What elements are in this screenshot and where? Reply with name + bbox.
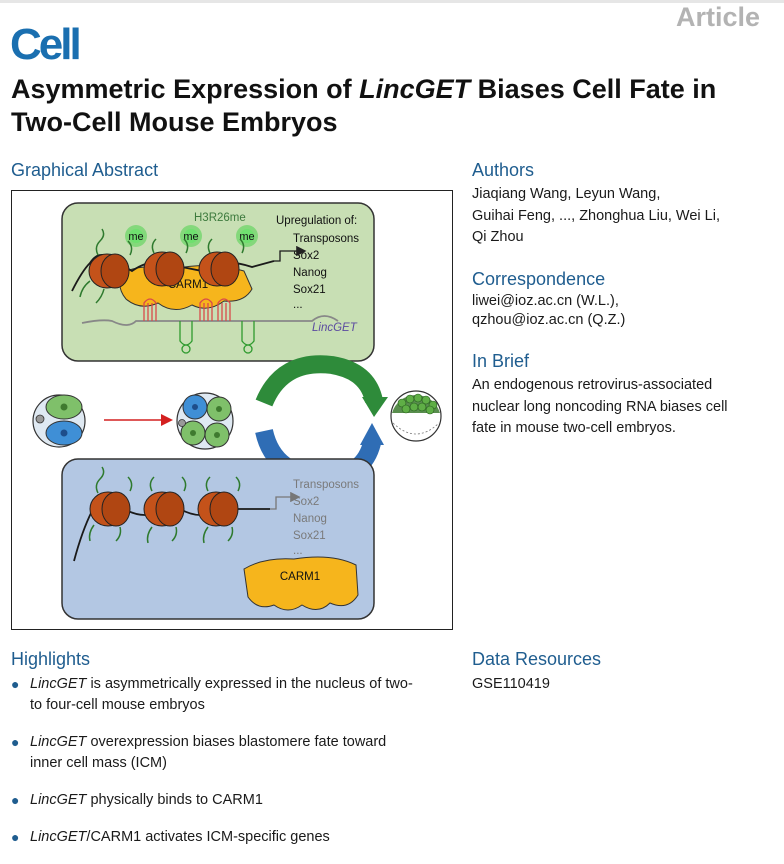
bullet-icon: ● (11, 829, 20, 845)
highlights-heading: Highlights (11, 649, 91, 669)
carm1-label: CARM1 (280, 571, 320, 583)
authors-line[interactable]: Qi Zhou (472, 229, 524, 245)
data-resources-heading: Data Resources (472, 649, 602, 669)
in-brief-line: fate in mouse two-cell embryos. (472, 420, 676, 436)
graphical-abstract-heading: Graphical Abstract (11, 160, 159, 180)
gene-label-muted: Transposons (293, 479, 359, 491)
authors-line[interactable]: Jiaqiang Wang, Leyun Wang, (472, 186, 661, 202)
green-fate-arrow (255, 355, 383, 407)
highlight-item: ● LincGET is asymmetrically expressed in… (11, 676, 413, 713)
svg-text:me: me (239, 231, 254, 243)
four-cell-embryo (176, 392, 234, 450)
email-link[interactable]: liwei@ioz.ac.cn (W.L.), (472, 293, 619, 309)
in-brief-line: An endogenous retrovirus-associated (472, 377, 713, 393)
nucleosomes-bottom (89, 491, 239, 527)
authors-line[interactable]: Guihai Feng, ..., Zhonghua Liu, Wei Li, (472, 207, 720, 224)
gene-label: Nanog (293, 267, 327, 279)
rna-hairpins-red (143, 298, 231, 321)
article-title: Asymmetric Expression of LincGET Biases … (11, 74, 717, 137)
highlight-item: ● LincGET/CARM1 activates ICM-specific g… (11, 827, 461, 848)
graphical-abstract-figure: H3R26me Upregulation of: Transposons Sox… (11, 190, 453, 630)
gene-label-muted: ... (293, 545, 303, 557)
in-brief-heading: In Brief (472, 351, 530, 371)
nucleosomes-top (88, 251, 240, 289)
graphical-abstract-svg: H3R26me Upregulation of: Transposons Sox… (32, 202, 442, 620)
gene-label-muted: Nanog (293, 513, 327, 525)
gene-label: ... (293, 299, 303, 311)
gene-label: Sox2 (293, 250, 319, 262)
gene-label-muted: Sox21 (293, 530, 326, 542)
svg-text:me: me (183, 231, 198, 243)
journal-logo[interactable]: Cell (10, 20, 82, 69)
upregulation-heading: Upregulation of: (276, 215, 357, 227)
highlight-item: ● LincGET overexpression biases blastome… (11, 734, 387, 771)
bullet-icon: ● (11, 792, 20, 808)
authors-list: Jiaqiang Wang, Leyun Wang, Guihai Feng, … (472, 184, 720, 249)
bullet-icon: ● (11, 676, 20, 692)
article-type-label: Article (675, 2, 760, 32)
gene-label: Transposons (293, 233, 359, 245)
gene-label-muted: Sox2 (293, 496, 319, 508)
in-brief-text: An endogenous retrovirus-associated nucl… (472, 375, 728, 440)
rna-hairpins-green (179, 321, 255, 354)
in-brief-line: nuclear long noncoding RNA biases cell (472, 398, 728, 415)
email-link[interactable]: qzhou@ioz.ac.cn (Q.Z.) (472, 312, 626, 328)
correspondence-emails: liwei@ioz.ac.cn (W.L.), qzhou@ioz.ac.cn … (472, 292, 625, 330)
bullet-icon: ● (11, 734, 20, 750)
methyl-marks: me me me (125, 225, 258, 247)
top-rule (0, 0, 784, 3)
lincget-label: LincGET (312, 322, 358, 334)
authors-heading: Authors (472, 160, 535, 180)
correspondence-heading: Correspondence (472, 269, 606, 289)
highlight-item: ● LincGET physically binds to CARM1 (11, 790, 461, 811)
highlights-list: ● LincGET is asymmetrically expressed in… (11, 674, 461, 864)
h3r26me-label: H3R26me (194, 212, 246, 224)
blastocyst (390, 390, 442, 442)
two-cell-embryo (32, 394, 86, 448)
gene-label: Sox21 (293, 284, 326, 296)
carm1-bottom (243, 556, 359, 611)
geo-accession-link[interactable]: GSE110419 (472, 676, 550, 692)
svg-text:me: me (128, 231, 143, 243)
